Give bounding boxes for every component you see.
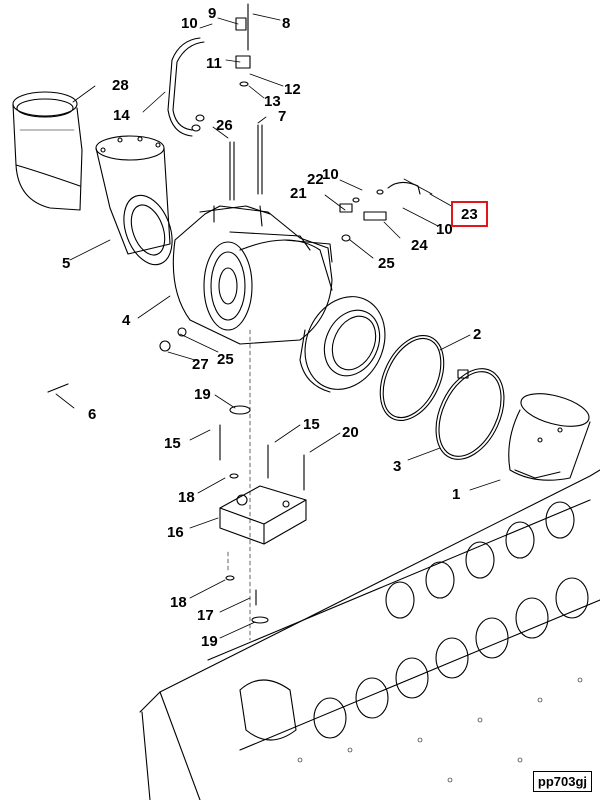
callout-24[interactable]: 24 [411,237,428,254]
cylinder-bores [313,501,589,739]
callout-6[interactable]: 6 [88,406,97,423]
center-axes [227,329,251,641]
clamp-ring [435,368,505,460]
callout-28[interactable]: 28 [112,77,129,94]
callout-27[interactable]: 27 [192,356,209,373]
callout-18-upper[interactable]: 18 [178,489,195,506]
part-4-turbocharger [172,205,333,345]
callout-3[interactable]: 3 [393,458,402,475]
part-5-duct [95,135,173,266]
part-16-adapter-plate [219,405,307,624]
callout-4[interactable]: 4 [122,312,131,329]
block-holes [297,677,583,783]
callout-1[interactable]: 1 [452,486,461,503]
callout-25-right[interactable]: 25 [378,255,395,272]
callout-13[interactable]: 13 [264,93,281,110]
callout-19-lower[interactable]: 19 [201,633,218,650]
callout-18-lower[interactable]: 18 [170,594,187,611]
callout-19-upper[interactable]: 19 [194,386,211,403]
callout-9[interactable]: 9 [208,5,217,22]
part-28-elbow [12,91,83,211]
callout-8[interactable]: 8 [282,15,291,32]
part-3-gasket [379,334,445,422]
callout-26[interactable]: 26 [216,117,233,134]
callout-17[interactable]: 17 [197,607,214,624]
callout-20[interactable]: 20 [342,424,359,441]
callout-23-selected[interactable]: 23 [451,201,488,227]
callout-11[interactable]: 11 [206,55,222,72]
callout-10-right-upper[interactable]: 10 [322,166,339,183]
callout-14[interactable]: 14 [113,107,130,124]
part-1-outlet-housing [508,393,591,481]
drawing-reference: pp703gj [532,771,592,792]
callout-12[interactable]: 12 [284,81,301,98]
callout-7[interactable]: 7 [278,108,287,125]
hardware-parts [47,3,421,393]
callout-16[interactable]: 16 [167,524,184,541]
callout-25-left[interactable]: 25 [217,351,234,368]
callout-10-top[interactable]: 10 [181,15,198,32]
flange-bolts-5 [100,136,161,153]
callout-10-right-lower[interactable]: 10 [436,221,453,238]
callout-21[interactable]: 21 [290,185,307,202]
callout-2[interactable]: 2 [473,326,482,343]
leader-lines [55,13,501,639]
callout-15-right[interactable]: 15 [303,416,320,433]
callout-22[interactable]: 22 [307,171,324,188]
engine-block [139,469,600,800]
callout-5[interactable]: 5 [62,255,71,272]
part-2-flange-housing [299,296,386,393]
callout-15-left[interactable]: 15 [164,435,181,452]
